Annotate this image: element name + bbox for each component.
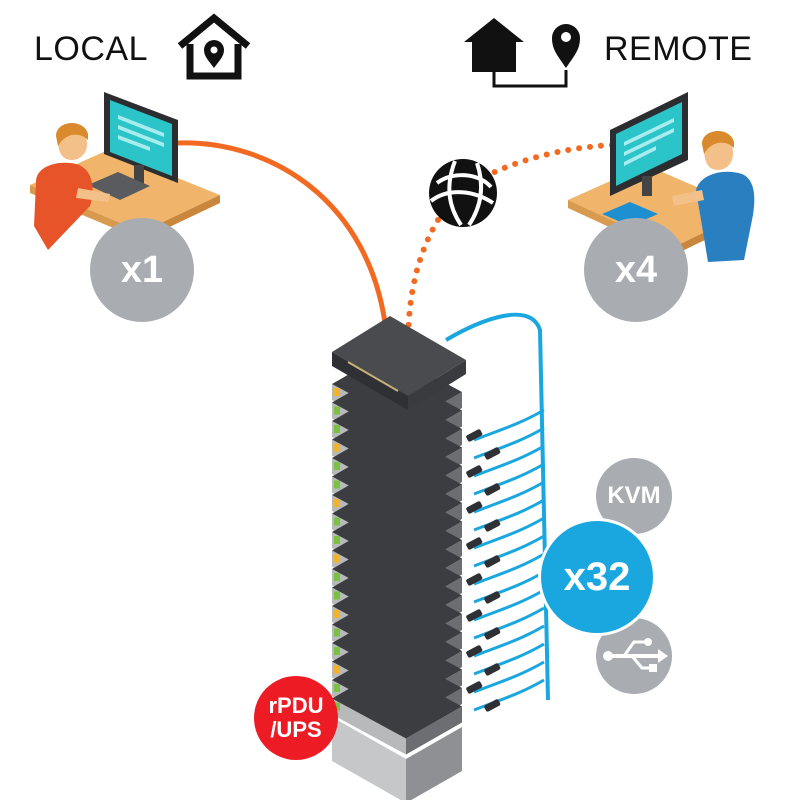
usb-icon: [596, 618, 672, 694]
home-icon: [464, 18, 524, 72]
local-cable: [175, 140, 389, 333]
server-cable: [473, 480, 545, 514]
cable-connector: [466, 573, 483, 586]
network-link-dotted: [405, 217, 441, 348]
server-cable: [473, 606, 545, 640]
cable-connector: [484, 483, 501, 496]
server-cable: [473, 660, 545, 694]
remote-count-badge: x4: [584, 218, 688, 322]
server-cable: [473, 408, 545, 442]
server-cables: [444, 312, 550, 712]
power-badge-line1: rPDU: [268, 692, 324, 718]
remote-link-dotted: [485, 142, 615, 178]
server-cable: [473, 444, 545, 478]
local-heading: LOCAL: [34, 30, 148, 68]
cable-connector: [466, 645, 483, 658]
server-cable: [473, 678, 545, 712]
cable-connector: [484, 447, 501, 460]
server-unit: [332, 666, 462, 755]
location-pin-icon: [552, 24, 580, 68]
cable-connector: [466, 465, 483, 478]
home-pin-icon: [177, 13, 251, 80]
cable-connector: [484, 627, 501, 640]
server-cable: [473, 498, 545, 532]
cable-connector: [466, 501, 483, 514]
server-cable: [473, 516, 545, 550]
cable-connector: [484, 519, 501, 532]
server-cable: [473, 426, 545, 460]
cable-connector: [466, 429, 483, 442]
cable-connector: [466, 537, 483, 550]
server-cable-trunk: [444, 312, 550, 701]
target-count-badge: x32: [538, 518, 656, 636]
cable-connector: [484, 591, 501, 604]
cable-connector: [484, 699, 501, 712]
cable-connector: [466, 681, 483, 694]
cable-connector: [484, 555, 501, 568]
power-badge: rPDU /UPS: [254, 676, 338, 760]
server-cable: [473, 624, 545, 658]
remote-heading: REMOTE: [604, 30, 753, 68]
local-workstation: [30, 92, 220, 250]
kvm-switch: [332, 316, 466, 410]
globe-icon: [429, 159, 497, 227]
server-cable: [473, 642, 545, 676]
monitor-icon: [104, 92, 178, 185]
local-count-badge: x1: [90, 218, 194, 322]
server-cable: [473, 570, 545, 604]
server-cable: [473, 462, 545, 496]
server-cable: [473, 552, 545, 586]
cable-connector: [466, 609, 483, 622]
rack-base: [332, 717, 462, 800]
server-cable: [473, 534, 545, 568]
power-badge-line2: /UPS: [270, 717, 322, 742]
remote-connector-line: [492, 70, 568, 88]
cable-connector: [484, 663, 501, 676]
server-cable: [473, 588, 545, 622]
server-rack: [332, 352, 462, 800]
